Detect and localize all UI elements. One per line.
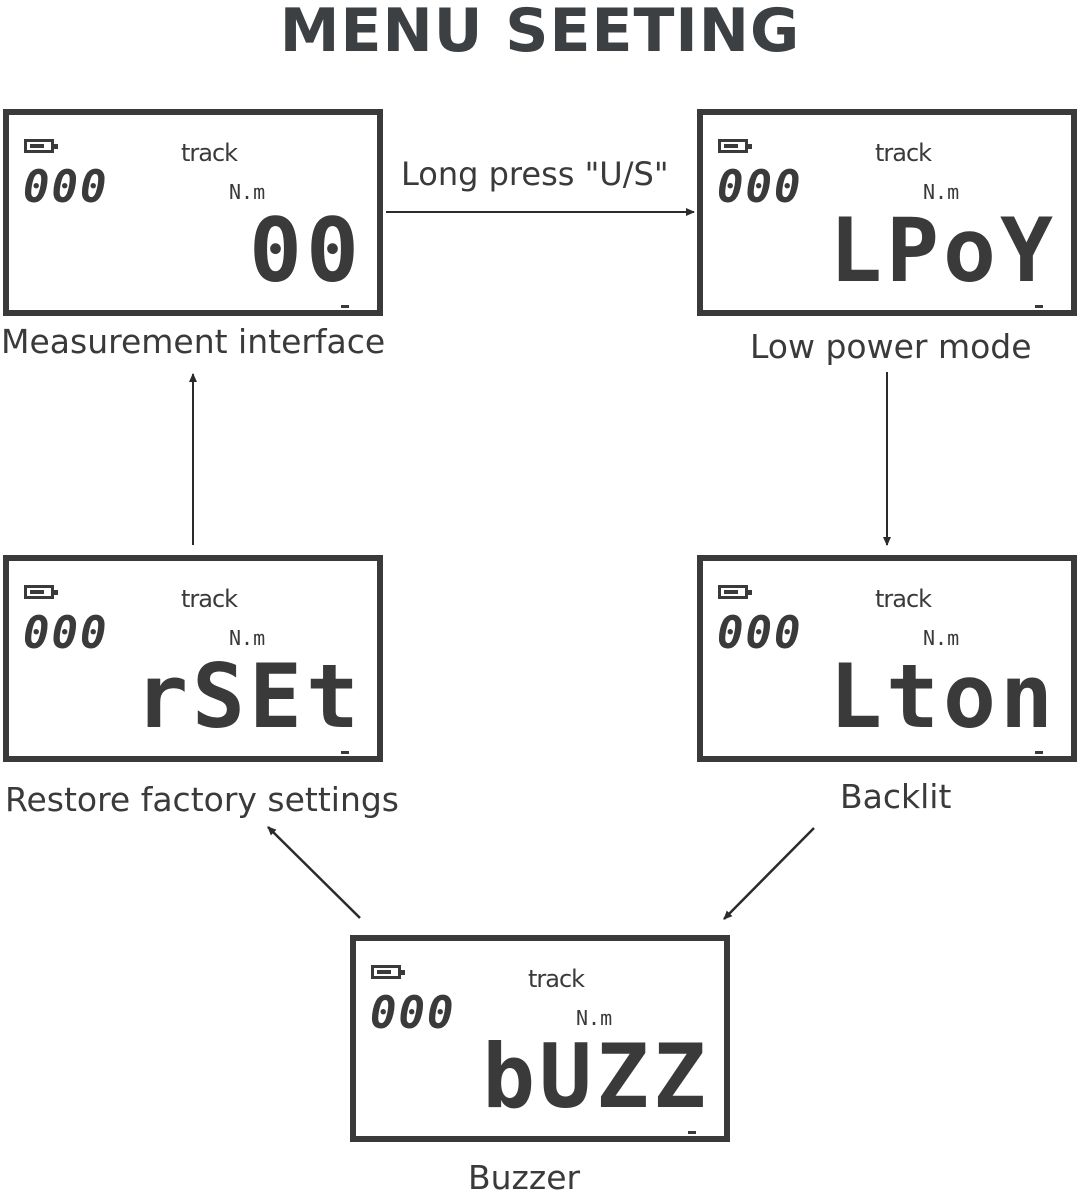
label-backlit: Backlit [840,777,952,816]
lcd-measurement: 000 track N.m 00 [3,109,383,316]
arrow-label: Long press "U/S" [401,155,669,193]
lcd-display-value: Lton [829,645,1057,748]
lcd-track-label: track [528,965,585,993]
label-buzzer: Buzzer [468,1158,581,1197]
battery-icon [24,139,58,153]
battery-icon [718,139,752,153]
lcd-display-value: rSEt [135,645,363,748]
lcd-unit: N.m [576,1006,613,1030]
lcd-tick [341,305,349,308]
battery-icon [371,965,405,979]
label-reset: Restore factory settings [5,780,400,819]
lcd-counter: 000 [370,988,456,1039]
lcd-counter: 000 [717,162,803,213]
battery-icon [718,585,752,599]
lcd-unit: N.m [229,626,266,650]
lcd-reset: 000 track N.m rSEt [3,555,383,762]
lcd-display-value: bUZZ [482,1025,710,1128]
lcd-track-label: track [181,139,238,167]
lcd-unit: N.m [229,180,266,204]
lcd-unit: N.m [923,626,960,650]
label-measurement: Measurement interface [1,322,386,361]
lcd-display-value: LPoY [829,199,1057,302]
lcd-track-label: track [181,585,238,613]
lcd-track-label: track [875,139,932,167]
page-title: MENU SEETING [279,0,801,66]
label-low-power: Low power mode [750,327,1032,366]
lcd-tick [1035,305,1043,308]
lcd-counter: 000 [717,608,803,659]
lcd-display-value: 00 [249,199,363,302]
lcd-tick [1035,751,1043,754]
arrow-backlit-to-buzzer [723,827,815,920]
arrow-buzzer-to-reset [267,826,361,919]
lcd-buzzer: 000 track N.m bUZZ [350,935,730,1142]
lcd-tick [341,751,349,754]
battery-icon [24,585,58,599]
lcd-low-power: 000 track N.m LPoY [697,109,1077,316]
lcd-unit: N.m [923,180,960,204]
lcd-counter: 000 [23,162,109,213]
lcd-track-label: track [875,585,932,613]
lcd-backlit: 000 track N.m Lton [697,555,1077,762]
lcd-tick [688,1131,696,1134]
lcd-counter: 000 [23,608,109,659]
